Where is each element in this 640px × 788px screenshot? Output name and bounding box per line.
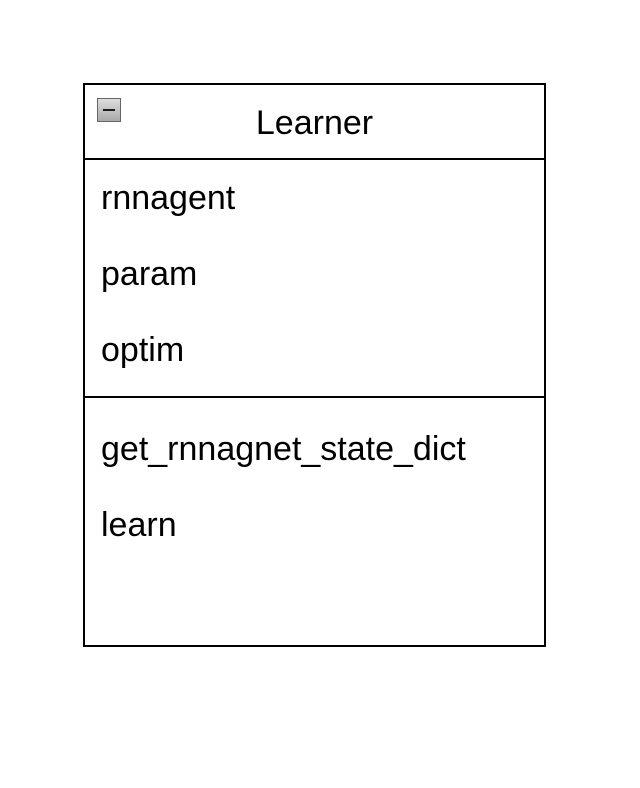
uml-class-box[interactable]: Learner rnnagent param optim get_rnnagne… xyxy=(83,83,546,647)
class-name[interactable]: Learner xyxy=(255,104,374,142)
method-item[interactable]: learn xyxy=(101,506,177,544)
attributes-compartment: rnnagent param optim xyxy=(85,160,544,398)
methods-compartment: get_rnnagnet_state_dict learn xyxy=(85,398,544,581)
attribute-item[interactable]: param xyxy=(101,255,198,293)
minus-icon xyxy=(103,109,115,111)
collapse-button[interactable] xyxy=(97,98,121,122)
method-item[interactable]: get_rnnagnet_state_dict xyxy=(101,430,466,468)
attribute-item[interactable]: rnnagent xyxy=(101,179,236,217)
attribute-item[interactable]: optim xyxy=(101,331,185,369)
class-header: Learner xyxy=(85,85,544,160)
